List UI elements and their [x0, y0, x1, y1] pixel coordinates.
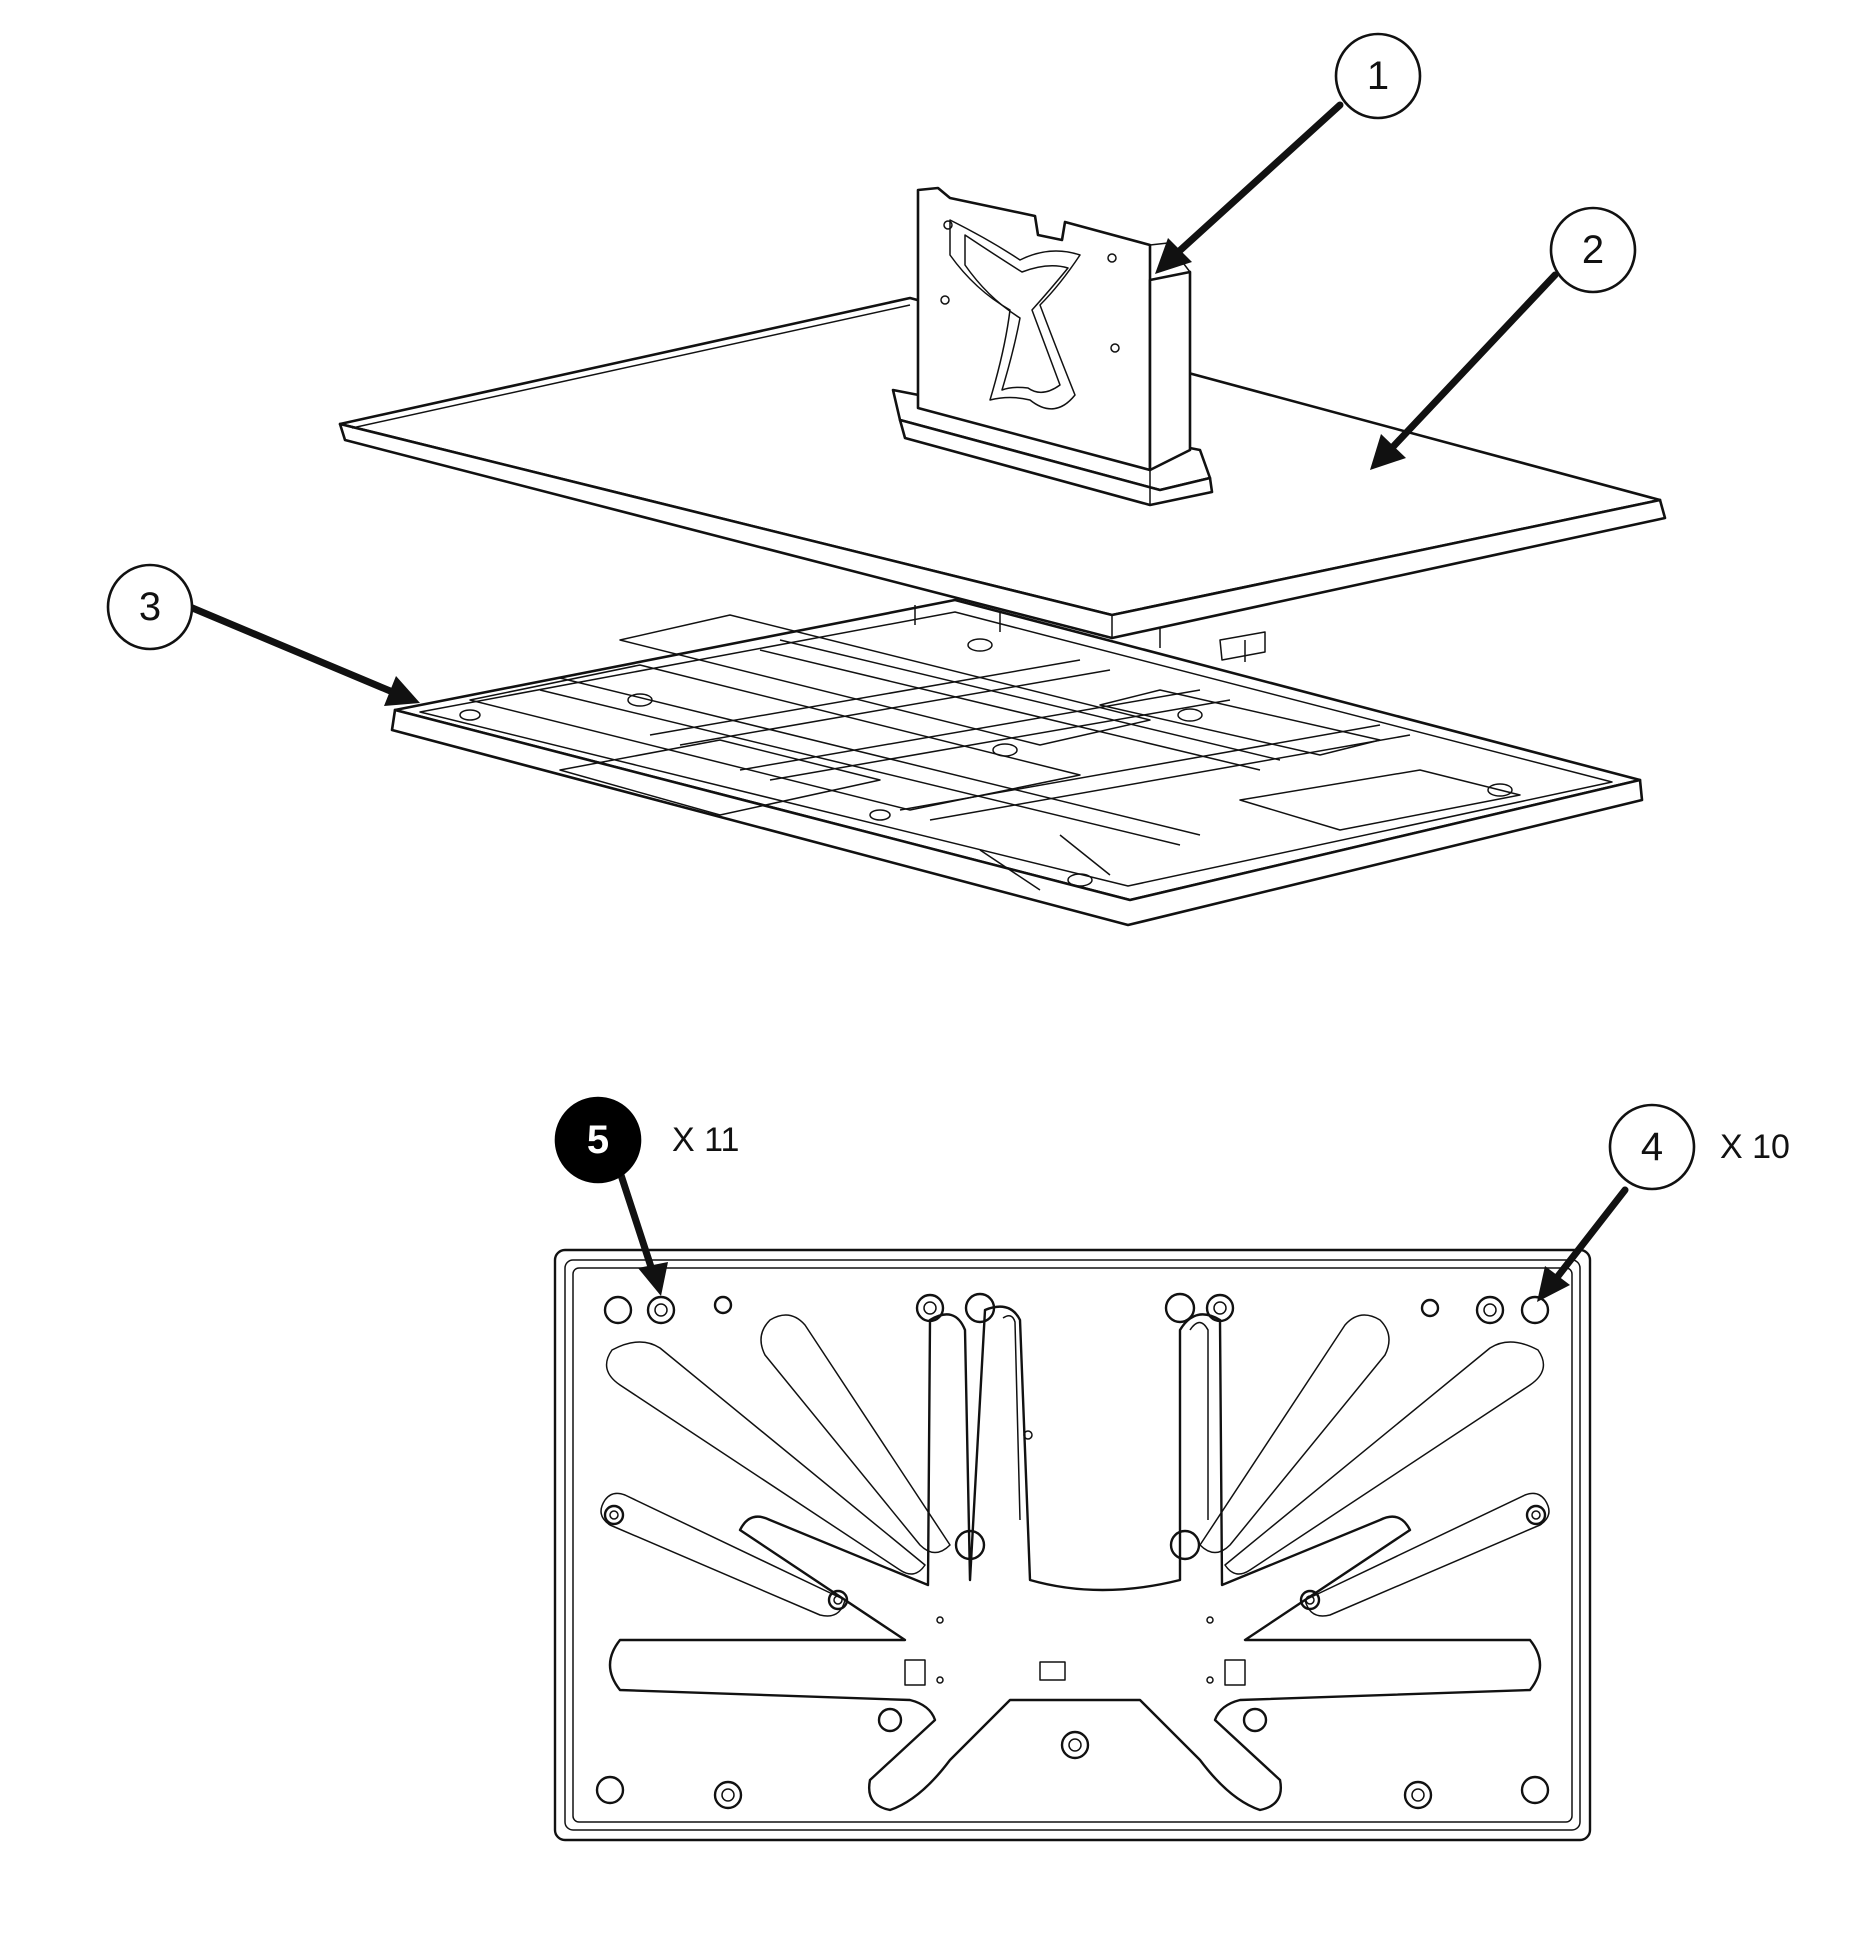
- callout-5-label: 5: [587, 1118, 609, 1162]
- part-3-bottom-cover: [390, 598, 1644, 927]
- screw-markers: [603, 1293, 1547, 1810]
- callout-4-quantity: X 10: [1720, 1128, 1790, 1166]
- part-1-stand-neck: [891, 186, 1214, 507]
- callout-5-quantity: X 11: [672, 1121, 739, 1159]
- callout-4-label: 4: [1641, 1125, 1663, 1169]
- callout-1: 1: [1334, 32, 1422, 120]
- callout-2-label: 2: [1582, 228, 1604, 272]
- callout-2: 2: [1549, 206, 1637, 294]
- callout-1-label: 1: [1367, 54, 1389, 98]
- leader-arrows: [186, 101, 1629, 1302]
- callout-4: 4 X 10: [1608, 1103, 1790, 1191]
- underside-bottom-view: [553, 1248, 1592, 1842]
- callout-3: 3: [106, 563, 194, 651]
- callout-5: 5 X 11: [554, 1096, 739, 1184]
- callout-3-label: 3: [139, 585, 161, 629]
